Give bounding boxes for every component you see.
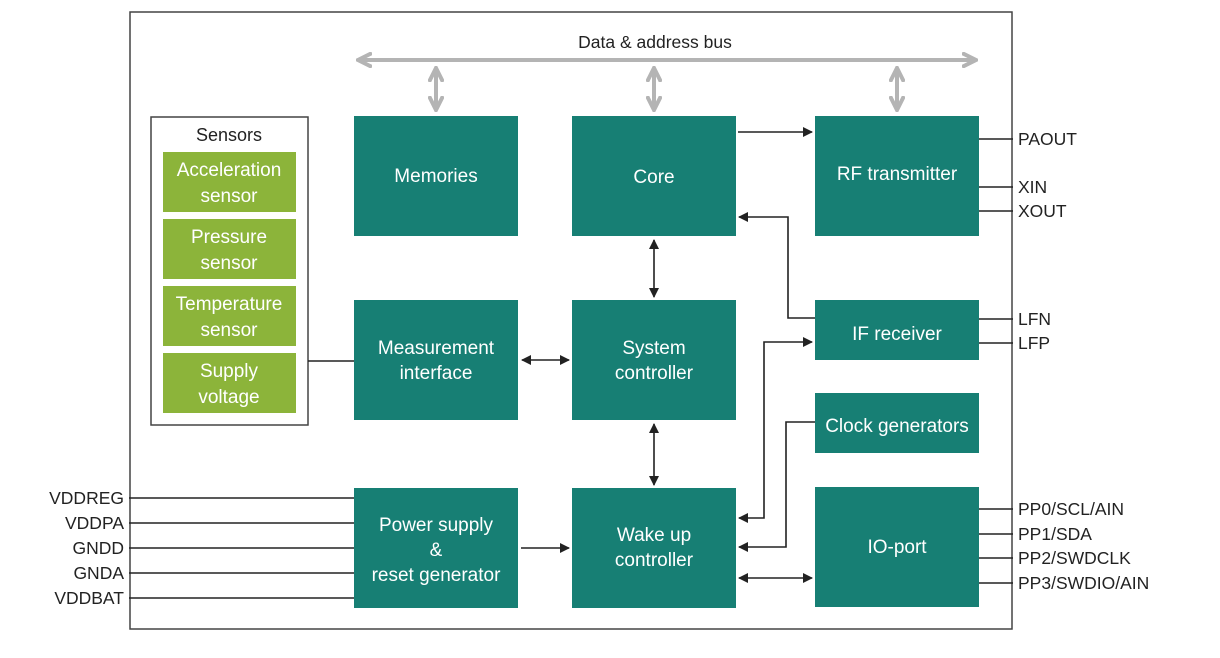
io-port-label: IO-port — [867, 537, 927, 558]
wake-up-controller-block — [572, 488, 736, 608]
supply-voltage-label: Supply — [200, 361, 259, 382]
lfn-pin-label: LFN — [1018, 309, 1051, 329]
vddbat-pin-label: VDDBAT — [54, 588, 124, 608]
xout-pin-label: XOUT — [1018, 201, 1067, 221]
power-supply-label-2: & — [430, 540, 443, 561]
vddpa-pin-label: VDDPA — [65, 513, 124, 533]
pressure-sensor-label: Pressure — [191, 227, 267, 248]
pp0-pin-label: PP0/SCL/AIN — [1018, 499, 1124, 519]
power-supply-label: Power supply — [379, 515, 494, 536]
system-controller-block — [572, 300, 736, 420]
temperature-sensor-label: Temperature — [176, 294, 283, 315]
pressure-sensor-label-2: sensor — [200, 253, 258, 274]
core-label: Core — [633, 167, 674, 188]
supply-voltage-label-2: voltage — [198, 387, 259, 408]
acceleration-sensor-label-2: sensor — [200, 186, 258, 207]
io-port-block — [815, 487, 979, 607]
measurement-interface-block — [354, 300, 518, 420]
wake-up-controller-label: Wake up — [617, 525, 691, 546]
paout-pin-label: PAOUT — [1018, 129, 1077, 149]
memories-label: Memories — [394, 166, 477, 187]
clock-to-wakeup-arrow — [738, 421, 815, 552]
measurement-interface-label-2: interface — [400, 363, 473, 384]
system-controller-label: System — [622, 338, 685, 359]
pp3-pin-label: PP3/SWDIO/AIN — [1018, 573, 1149, 593]
core-block — [572, 116, 736, 236]
if-to-core-arrow — [738, 212, 815, 319]
pp2-pin-label: PP2/SWDCLK — [1018, 548, 1131, 568]
clock-generators-label: Clock generators — [825, 416, 969, 437]
pressure-sensor-box — [163, 219, 296, 279]
power-supply-block — [354, 488, 518, 608]
wake-up-controller-label-2: controller — [615, 550, 694, 571]
rf-transmitter-label: RF transmitter — [837, 164, 958, 185]
wakeup-if-arrow — [738, 337, 813, 523]
power-supply-label-3: reset generator — [372, 565, 502, 586]
system-controller-label-2: controller — [615, 363, 694, 384]
chip-outline — [129, 11, 1013, 630]
acceleration-sensor-label: Acceleration — [177, 160, 282, 181]
temperature-sensor-label-2: sensor — [200, 320, 258, 341]
gnda-pin-label: GNDA — [73, 563, 124, 583]
measurement-interface-label: Measurement — [378, 338, 495, 359]
lfp-pin-label: LFP — [1018, 333, 1050, 353]
if-receiver-block — [815, 300, 979, 360]
gndd-pin-label: GNDD — [72, 538, 124, 558]
rf-transmitter-block — [815, 116, 979, 236]
xin-pin-label: XIN — [1018, 177, 1047, 197]
clock-generators-block — [815, 393, 979, 453]
temperature-sensor-box — [163, 286, 296, 346]
if-receiver-label: IF receiver — [852, 324, 942, 345]
sensors-title: Sensors — [196, 125, 262, 145]
supply-voltage-box — [163, 353, 296, 413]
acceleration-sensor-box — [163, 152, 296, 212]
memories-block — [354, 116, 518, 236]
pp1-pin-label: PP1/SDA — [1018, 524, 1092, 544]
bus-label: Data & address bus — [578, 32, 732, 52]
vddreg-pin-label: VDDREG — [49, 488, 124, 508]
